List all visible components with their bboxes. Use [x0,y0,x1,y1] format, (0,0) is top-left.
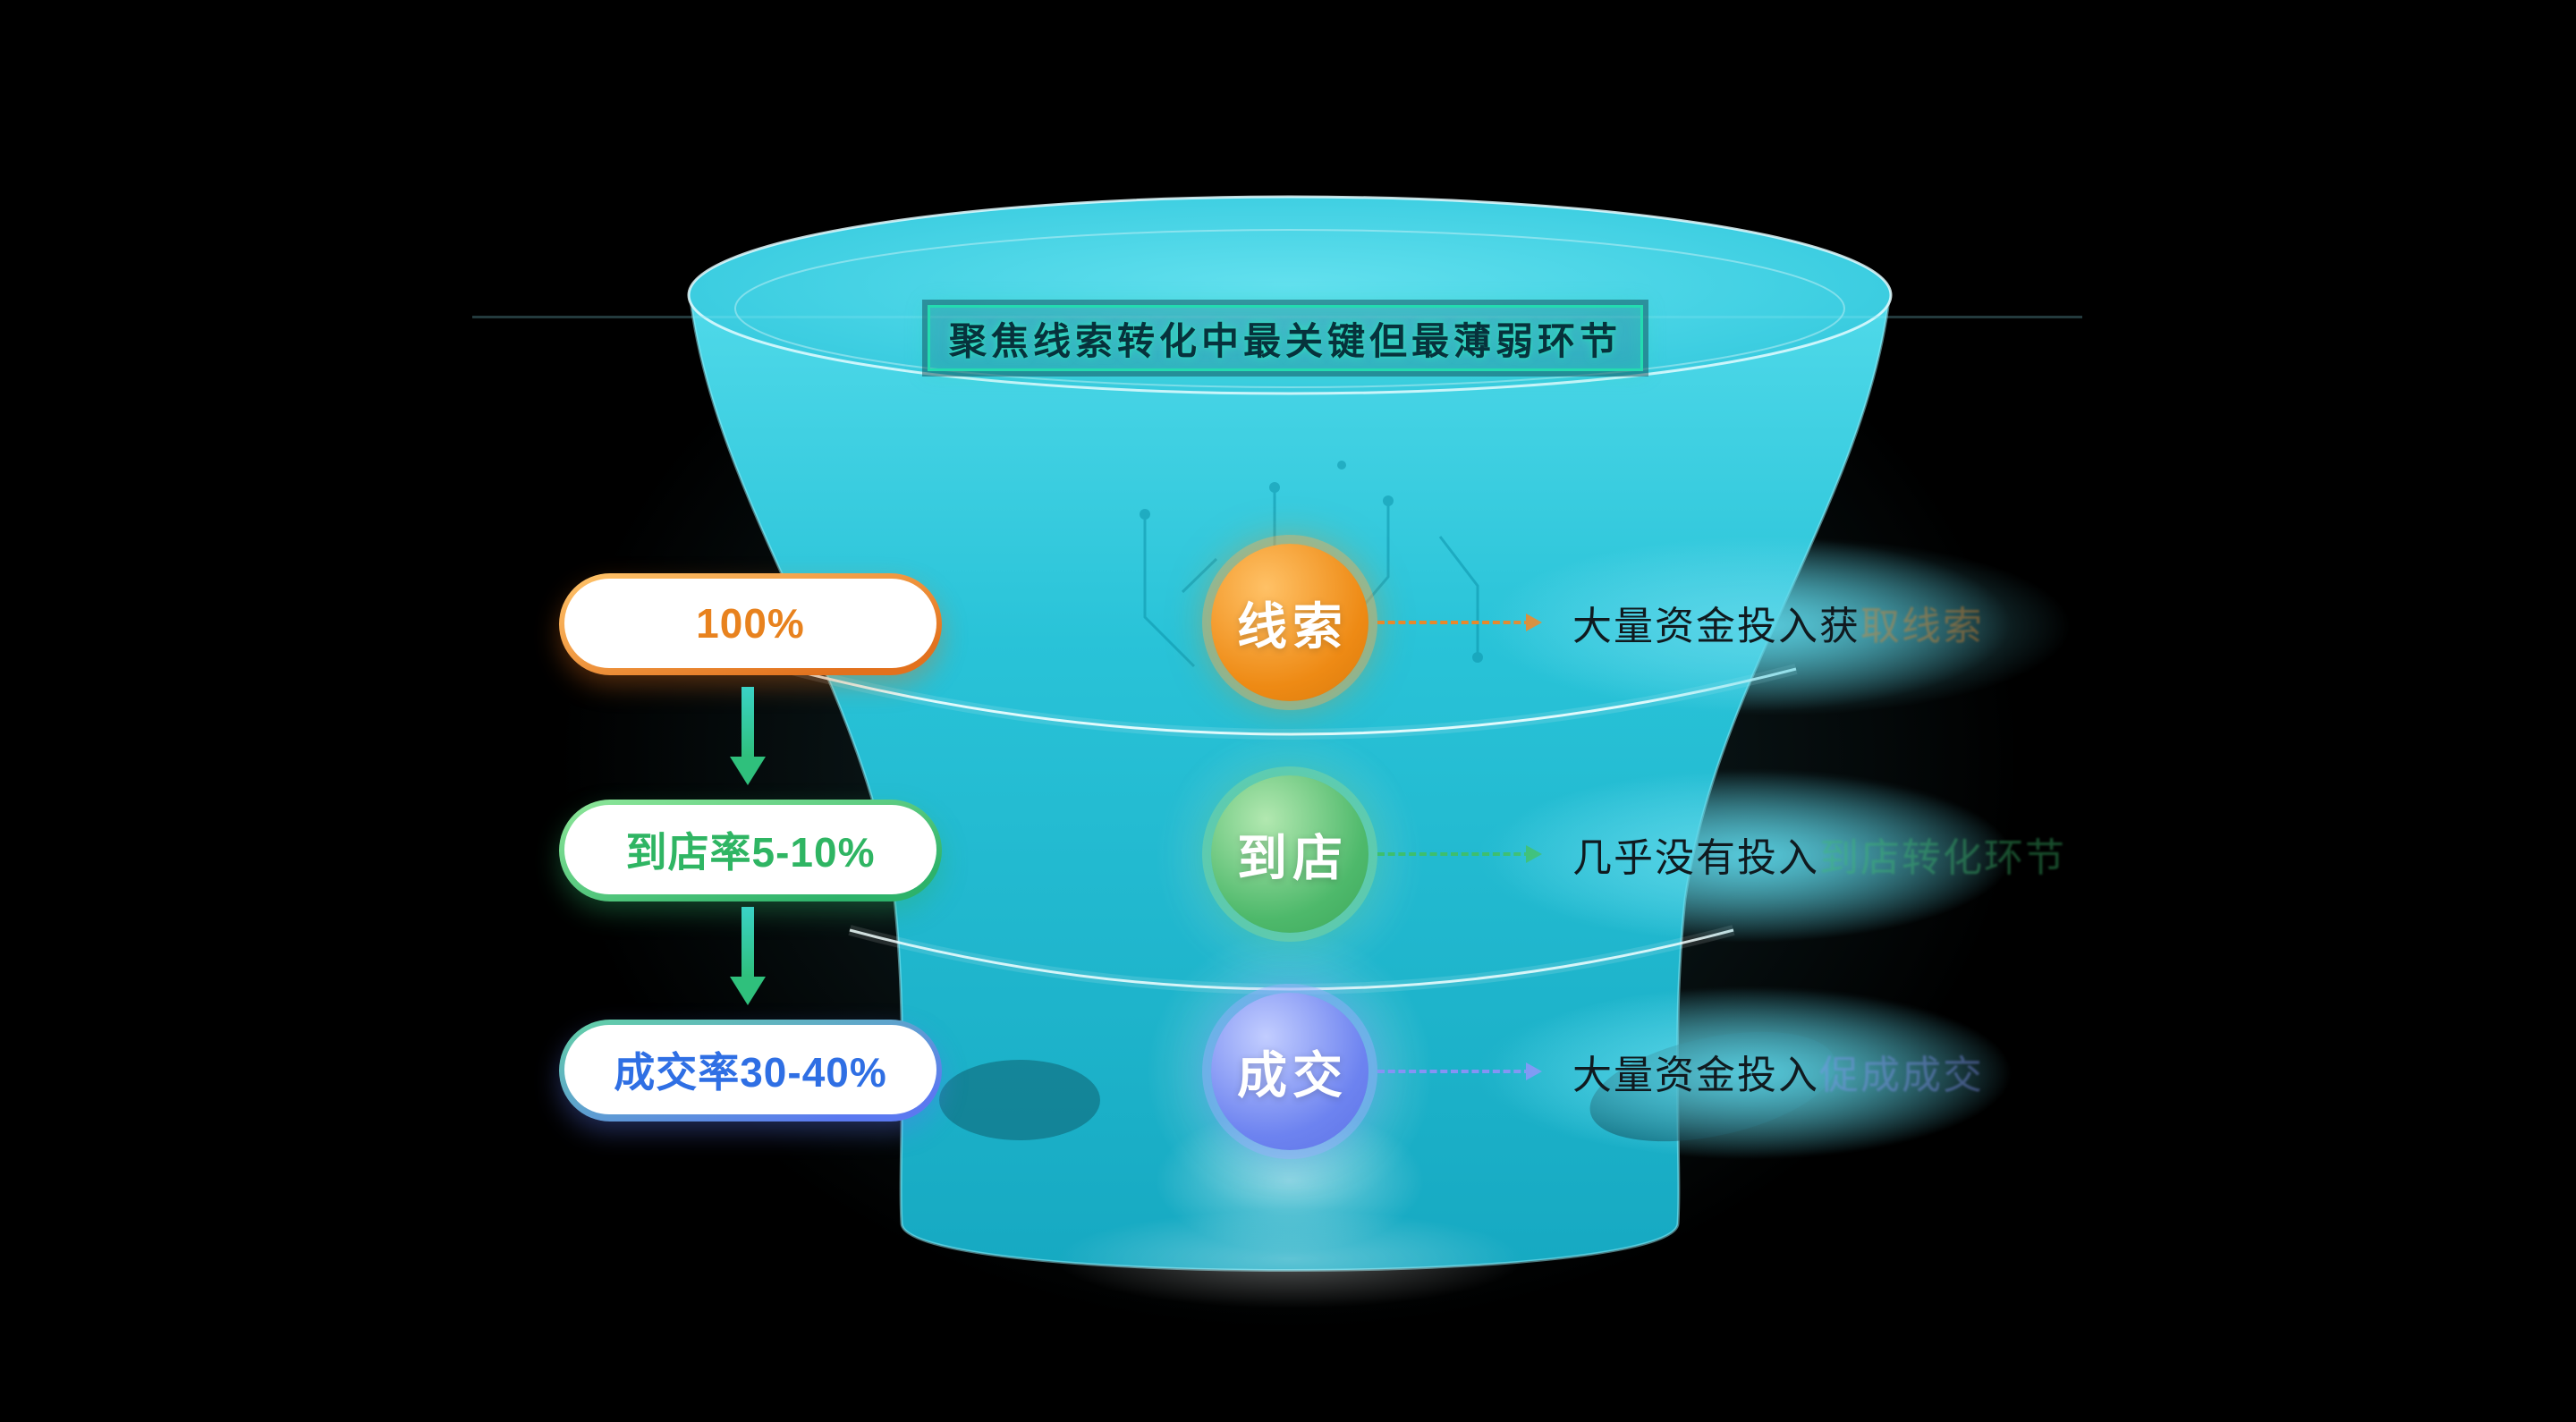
shade-left [939,1060,1100,1140]
down-arrow-icon-1 [741,687,754,757]
bottom-glow-2 [1057,1210,1522,1308]
note-visit-faded-text: 到店转化环节 [1819,836,2066,880]
note-leads: 大量资金投入获取线索 [1492,537,2011,711]
stage-badge-leads-label: 线索 [1237,597,1348,655]
stage-badge-visit: 到店 [1211,775,1368,933]
pill-deal-rate: 成交率30-40% [559,1020,942,1122]
pill-visit-rate-label: 到店率5-10% [625,829,876,876]
background-streak [472,316,2082,318]
stage-badge-leads: 线索 [1211,544,1368,701]
stage-badge-deal-label: 成交 [1237,1046,1348,1104]
note-deal-text: 大量资金投入 [1572,1054,1819,1097]
stage-badge-visit-label: 到店 [1237,829,1348,886]
funnel-opening [687,195,1893,395]
pill-lead-rate-inner: 100% [564,579,936,668]
note-leads-text: 大量资金投入获 [1572,605,1860,648]
pill-visit-rate: 到店率5-10% [559,800,942,901]
note-visit: 几乎没有投入到店转化环节 [1492,768,2066,943]
down-arrow-icon-2 [741,907,754,977]
stage-badge-deal: 成交 [1211,993,1368,1150]
pill-deal-rate-inner: 成交率30-40% [564,1025,936,1114]
funnel-rim-inner-line [734,229,1845,388]
pill-lead-rate: 100% [559,573,942,675]
note-deal: 大量资金投入促成成交 [1492,986,2011,1160]
note-deal-faded-text: 促成成交 [1819,1054,1984,1097]
pill-deal-rate-label: 成交率30-40% [614,1049,887,1096]
title-box: 聚焦线索转化中最关键但最薄弱环节 [928,305,1643,371]
page-title: 聚焦线索转化中最关键但最薄弱环节 [948,319,1622,362]
pill-lead-rate-label: 100% [696,600,805,647]
note-visit-text: 几乎没有投入 [1572,836,1819,880]
pill-visit-rate-inner: 到店率5-10% [564,805,936,894]
note-leads-faded-text: 取线索 [1860,605,1984,648]
